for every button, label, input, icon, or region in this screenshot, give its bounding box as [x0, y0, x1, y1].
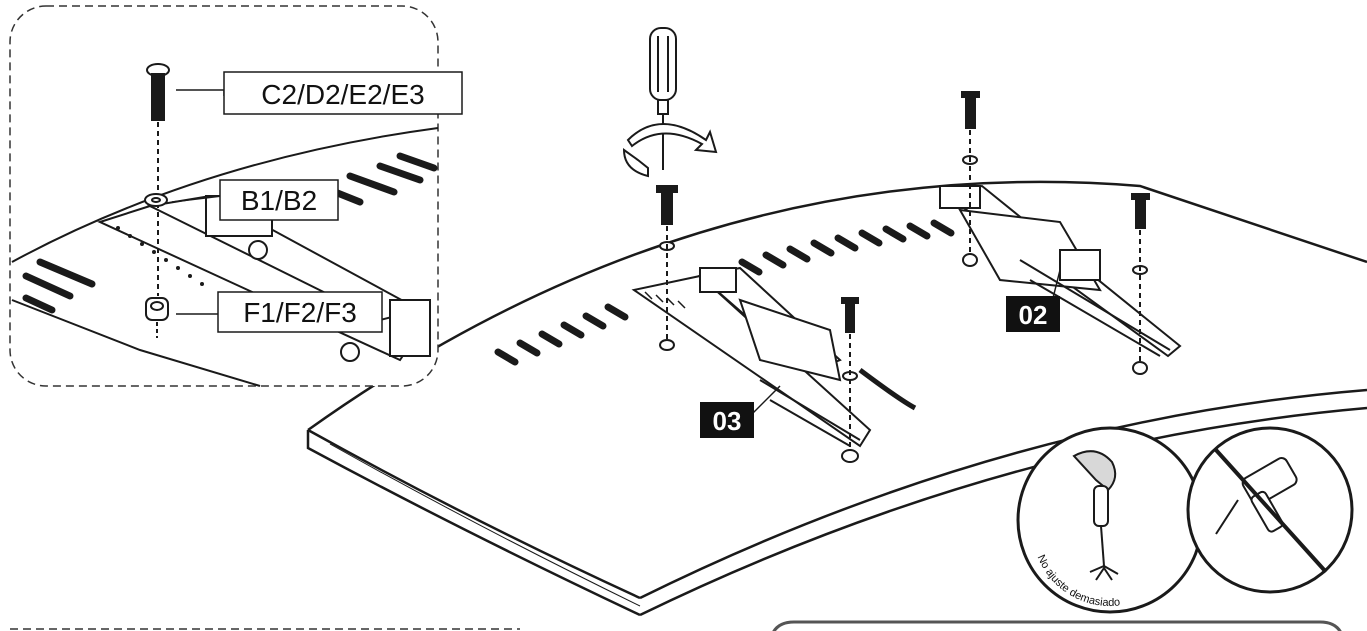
- rotate-arrow-icon: [622, 123, 718, 178]
- hand-tighten-circle: No ajuste demasiado: [1016, 426, 1204, 614]
- callout-spacer: F1/F2/F3: [217, 291, 383, 333]
- bracket-02: [939, 184, 1182, 358]
- no-power-drill-circle: [1186, 426, 1354, 594]
- callout-washer-label: B1/B2: [241, 185, 317, 216]
- callout-screw-label: C2/D2/E2/E3: [261, 79, 424, 110]
- callout-washer: B1/B2: [219, 179, 339, 221]
- prohibited-slash-icon: [1214, 448, 1328, 574]
- screwdriver-icon: [649, 27, 677, 170]
- callout-screw: C2/D2/E2/E3: [223, 71, 463, 115]
- tag-03-label: 03: [713, 406, 742, 436]
- fasteners: [656, 91, 1150, 463]
- vent-slots: [494, 219, 955, 366]
- bottom-rounded-box-edge: [768, 620, 1342, 631]
- tag-02-label: 02: [1019, 300, 1048, 330]
- tag-03: 03: [700, 385, 781, 438]
- hand-screwdriver-icon: [1072, 450, 1119, 581]
- tag-02: 02: [1006, 269, 1061, 332]
- detail-inset: C2/D2/E2/E3 B1/B2 F1/F2/F3: [9, 5, 463, 387]
- callout-spacer-label: F1/F2/F3: [243, 297, 357, 328]
